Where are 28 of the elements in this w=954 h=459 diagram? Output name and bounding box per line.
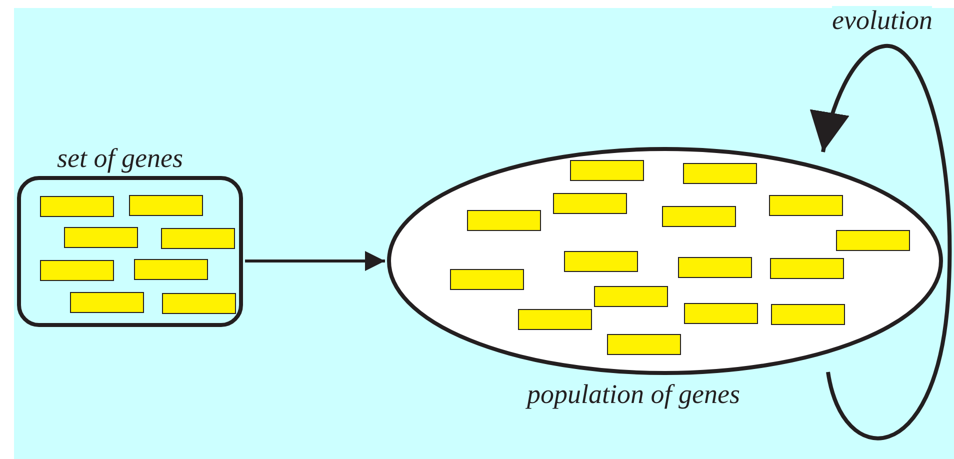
gene-bar	[40, 196, 114, 217]
gene-bar	[678, 257, 752, 278]
gene-bar	[553, 193, 627, 214]
node-title: set of genes	[57, 144, 183, 174]
arrow	[245, 251, 385, 271]
gene-bar	[771, 304, 845, 325]
gene-bar	[129, 195, 203, 216]
gene-bar	[769, 195, 843, 216]
gene-bar	[450, 269, 524, 290]
gene-bar	[607, 334, 681, 355]
gene-bar	[518, 309, 592, 330]
gene-bar	[684, 303, 758, 324]
node-title: population of genes	[527, 380, 740, 410]
gene-bar	[662, 206, 736, 227]
gene-bar	[683, 163, 757, 184]
gene-bar	[594, 286, 668, 307]
gene-bar	[64, 227, 138, 248]
gene-bar	[570, 160, 644, 181]
gene-bar	[467, 210, 541, 231]
gene-bar	[40, 260, 114, 281]
gene-bar	[770, 258, 844, 279]
gene-bar	[836, 230, 910, 251]
gene-bar	[161, 228, 235, 249]
gene-bar	[564, 251, 638, 272]
gene-bar	[134, 259, 208, 280]
gene-bar	[70, 292, 144, 313]
gene-bar	[162, 293, 236, 314]
loop-arrow	[810, 44, 952, 440]
